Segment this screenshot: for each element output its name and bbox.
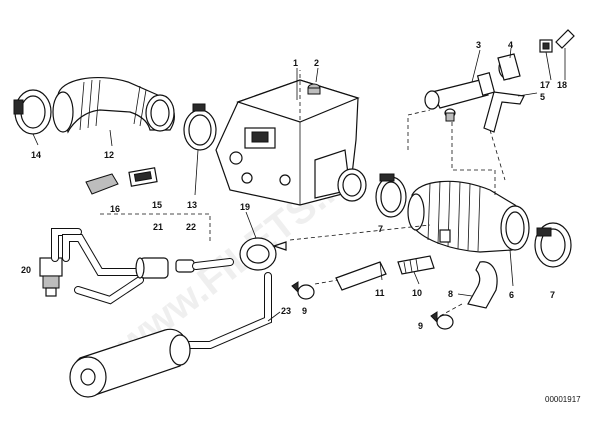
- callout-22: 22: [186, 222, 196, 232]
- plug-16: [85, 173, 119, 195]
- callout-7a: 7: [378, 224, 383, 234]
- connector-15: [128, 167, 158, 187]
- callout-leaders: [32, 47, 566, 322]
- callout-14: 14: [31, 150, 41, 160]
- callout-16: 16: [110, 204, 120, 214]
- callout-5: 5: [540, 92, 545, 102]
- callout-19: 19: [240, 202, 250, 212]
- callout-4: 4: [508, 40, 513, 50]
- callout-1: 1: [293, 58, 298, 68]
- hose-11: [335, 261, 387, 291]
- line-23: [181, 272, 272, 349]
- connector-18: [555, 29, 575, 49]
- callout-10: 10: [412, 288, 422, 298]
- rubber-boot-6: [407, 180, 530, 253]
- callout-13: 13: [187, 200, 197, 210]
- connector-17: [539, 39, 553, 53]
- cap-screw-2: [307, 83, 321, 95]
- fitting-20: [39, 257, 63, 297]
- hose-clamp-13: [183, 103, 217, 151]
- callout-11: 11: [375, 288, 385, 298]
- diagram-reference: 00001917: [545, 395, 581, 404]
- callout-12: 12: [104, 150, 114, 160]
- callout-17: 17: [540, 80, 550, 90]
- callout-2: 2: [314, 58, 319, 68]
- callout-7b: 7: [550, 290, 555, 300]
- callout-18: 18: [557, 80, 567, 90]
- hose-10: [397, 255, 435, 275]
- callout-6: 6: [509, 290, 514, 300]
- callout-9a: 9: [302, 306, 307, 316]
- plug-4: [497, 53, 521, 81]
- hose-clamp-14: [13, 89, 52, 135]
- callout-20: 20: [21, 265, 31, 275]
- intake-duct-12: [52, 76, 175, 134]
- callout-23: 23: [281, 306, 291, 316]
- hose-clamp-7a: [375, 173, 407, 218]
- clamp-9b: [430, 311, 454, 330]
- callouts: 1 2 3 4 5 6 7 7 8 9 9 10 11 12 13 14 15 …: [21, 40, 567, 331]
- air-flow-meter-1: [215, 79, 367, 206]
- callout-21: 21: [153, 222, 163, 232]
- elbow-hose-8: [467, 261, 498, 309]
- callout-15: 15: [152, 200, 162, 210]
- callout-9b: 9: [418, 321, 423, 331]
- filter-22: [135, 257, 234, 279]
- canister: [69, 328, 191, 398]
- hose-21: [51, 228, 144, 305]
- valve-3: [424, 72, 496, 122]
- callout-8: 8: [448, 289, 453, 299]
- bracket-5: [483, 91, 525, 133]
- hose-clamp-7b: [534, 222, 572, 268]
- callout-3: 3: [476, 40, 481, 50]
- connection-lines: [100, 70, 506, 317]
- clamp-9a: [291, 281, 315, 300]
- regulator-19: [239, 237, 287, 271]
